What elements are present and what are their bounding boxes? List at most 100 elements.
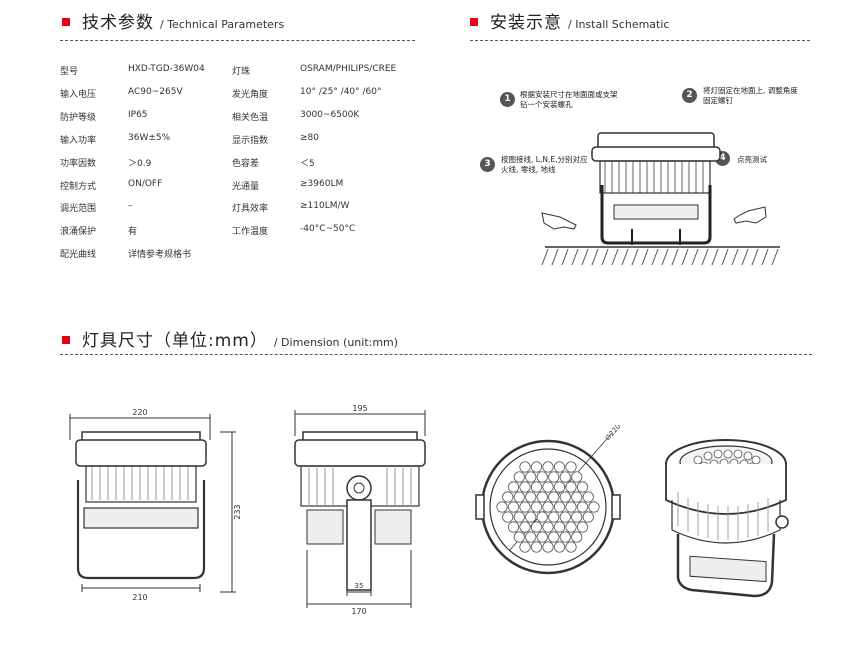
spec-value: – [128, 201, 133, 212]
led-lens [513, 491, 525, 503]
step-3-badge: 3 [480, 157, 495, 172]
led-lens [576, 521, 589, 533]
side-bottom-dim: 170 [351, 607, 366, 616]
led-lens [502, 511, 514, 523]
spec-value: ≥110LM/W [300, 201, 350, 212]
led-lens [565, 541, 577, 553]
red-square-icon [62, 336, 70, 344]
led-lens [536, 471, 548, 483]
led-lens-grid [496, 461, 600, 553]
led-lens [576, 481, 589, 493]
side-bracket-dim: 35 [355, 582, 364, 590]
led-lens [542, 541, 554, 553]
spec-label: 配光曲线 [60, 250, 97, 261]
perspective-view-drawing [665, 439, 789, 598]
spec-label: 浪涌保护 [60, 227, 97, 238]
diameter-dim: ∅220 [604, 425, 623, 442]
spec-label: 光通量 [232, 181, 260, 192]
led-lens [565, 481, 577, 493]
led-lens [525, 491, 537, 503]
spec-label: 发光角度 [232, 89, 269, 100]
led-lens [542, 461, 554, 473]
front-bottom-dim: 210 [132, 593, 147, 602]
led-lens [519, 541, 531, 553]
step-1-badge: 1 [500, 92, 515, 107]
led-lens [502, 491, 514, 503]
dimension-title-en: / Dimension (unit:mm) [273, 336, 399, 349]
spec-value: ＜5 [300, 158, 315, 169]
led-lens [548, 511, 560, 523]
spec-value: 详情参考规格书 [128, 250, 192, 261]
tech-title-cn: 技术参数 [82, 13, 154, 33]
spec-value: ≥80 [300, 132, 319, 143]
spec-label: 输入功率 [60, 135, 97, 146]
lens-view-drawing: ∅220 [475, 425, 623, 575]
led-lens [571, 511, 583, 523]
led-lens [548, 471, 560, 483]
spec-label: 相关色温 [232, 112, 269, 123]
spec-value: AC90~265V [128, 86, 183, 97]
side-top-dim: 195 [352, 404, 367, 413]
led-lens [496, 501, 508, 513]
tech-divider [60, 40, 415, 41]
led-lens [513, 471, 525, 483]
spec-value: ≥3960LM [300, 178, 344, 189]
spec-value: HXD-TGD-36W04 [128, 64, 205, 74]
led-lens [559, 491, 571, 503]
led-lens [548, 491, 560, 503]
spec-label: 调光范围 [60, 204, 97, 215]
dimension-divider [60, 354, 812, 355]
step-4-text: 点亮测试 [737, 155, 767, 164]
led-lens [588, 501, 600, 513]
led-lens [513, 511, 525, 523]
led-lens [553, 521, 566, 533]
led-lens [530, 501, 543, 513]
spec-value: 36W±5% [128, 132, 171, 143]
side-view-drawing: 195 35 170 [294, 404, 426, 616]
led-lens [571, 471, 583, 483]
install-title-cn: 安装示意 [490, 13, 562, 33]
red-square-icon [62, 18, 70, 26]
spec-value: 10° /25° /40° /60° [300, 86, 382, 97]
led-lens [582, 511, 594, 523]
led-lens [519, 521, 531, 533]
led-lens [519, 501, 531, 513]
led-lens [542, 481, 554, 493]
led-lens [565, 461, 577, 473]
led-lens [536, 491, 548, 503]
led-lens [525, 471, 537, 483]
install-illustration [541, 132, 780, 266]
front-height-dim: 233 [233, 504, 242, 519]
spec-label: 显示指数 [232, 135, 269, 146]
led-lens [565, 501, 577, 513]
led-lens [553, 481, 566, 493]
spec-value: 有 [128, 227, 138, 238]
step-1-text: 根据安装尺寸在地面面或支架钻一个安装螺孔 [520, 90, 618, 109]
spec-value: -40°C~50°C [300, 224, 356, 235]
led-lens [513, 531, 525, 543]
spec-value: IP65 [128, 109, 148, 120]
front-view-drawing: 220 233 210 [69, 408, 242, 602]
led-lens [530, 541, 543, 553]
led-lens [530, 461, 543, 473]
led-lens [559, 531, 571, 543]
red-square-icon [470, 18, 478, 26]
spec-label: 防护等级 [60, 112, 97, 123]
spec-label: 输入电压 [60, 89, 97, 100]
led-lens [519, 461, 531, 473]
led-lens [565, 521, 577, 533]
spec-label: 功率因数 [60, 158, 97, 169]
led-lens [507, 501, 520, 513]
led-lens [559, 511, 571, 523]
led-lens [559, 471, 571, 483]
led-lens [553, 461, 566, 473]
led-lens [530, 481, 543, 493]
dimension-section-title: 灯具尺寸（单位:mm） / Dimension (unit:mm) [62, 326, 398, 351]
led-lens [582, 491, 594, 503]
spec-value: ＞0.9 [128, 158, 152, 169]
led-lens [571, 491, 583, 503]
left-hand-icon [541, 212, 577, 230]
led-lens [536, 531, 548, 543]
install-divider [470, 40, 810, 41]
led-lens [530, 521, 543, 533]
